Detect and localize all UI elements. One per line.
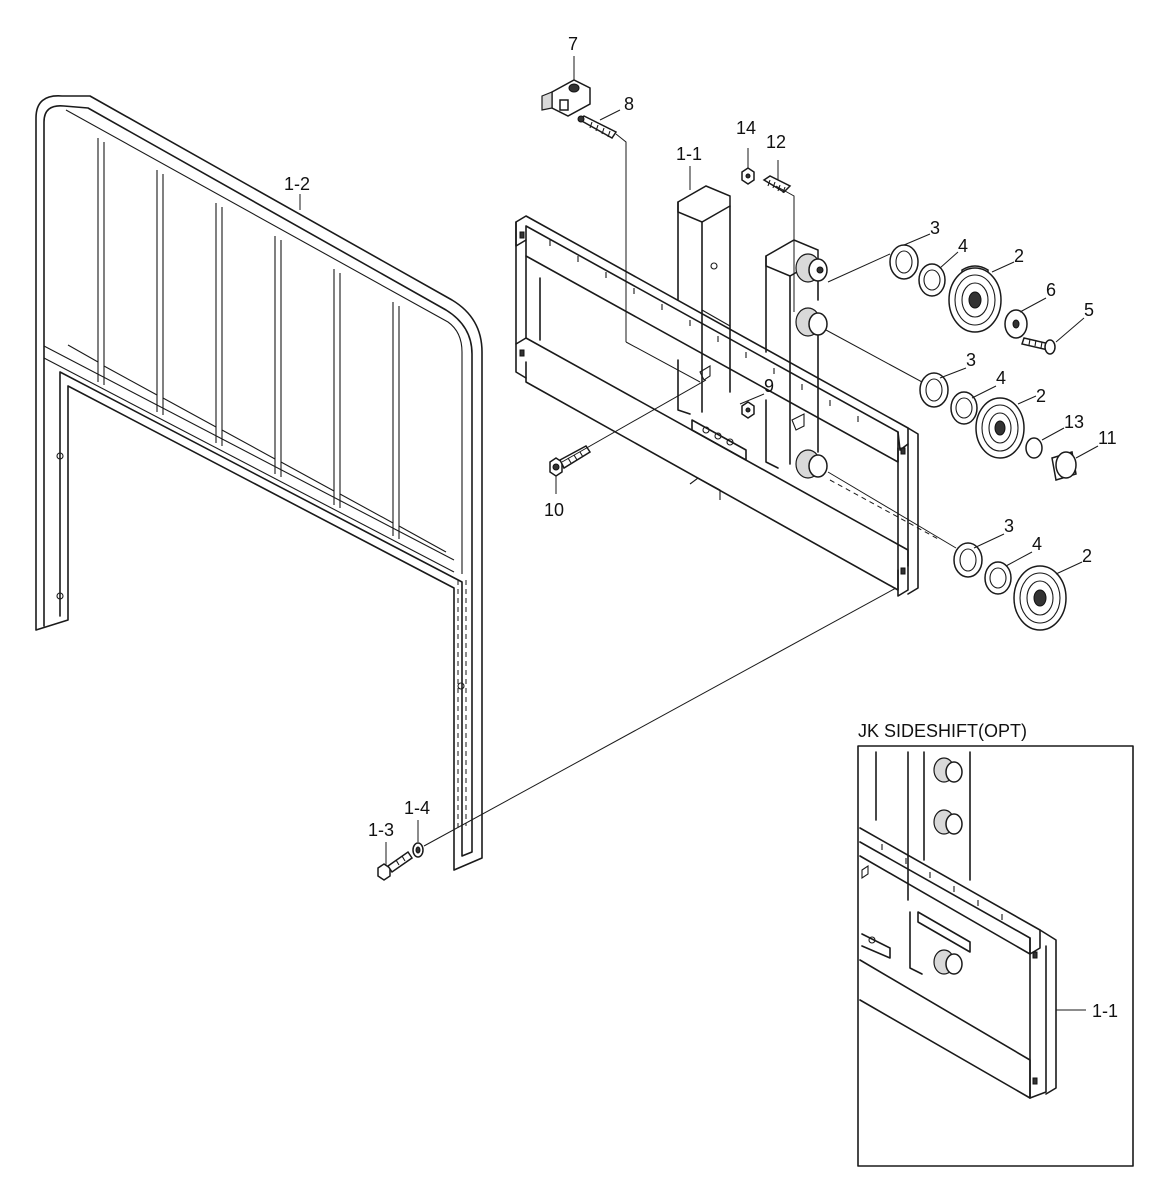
part-8-bolt bbox=[577, 115, 618, 139]
part-12-screw bbox=[762, 175, 792, 194]
part-11-cap bbox=[1051, 451, 1077, 481]
callout-4-b: 4 bbox=[996, 368, 1006, 388]
callout-4-c: 4 bbox=[1032, 534, 1042, 554]
inset-title: JK SIDESHIFT(OPT) bbox=[858, 721, 1027, 741]
part-4-shim-a bbox=[918, 263, 946, 297]
part-4-shim-b bbox=[950, 391, 978, 425]
assembly-lines bbox=[299, 56, 1099, 866]
callout-5: 5 bbox=[1084, 300, 1094, 320]
part-2-bearing-a bbox=[948, 265, 1002, 333]
callout-9: 9 bbox=[764, 376, 774, 396]
inset-jk-sideshift bbox=[857, 745, 1134, 1167]
callout-12: 12 bbox=[766, 132, 786, 152]
part-5-bolt bbox=[1021, 337, 1056, 355]
part-3-washer-c bbox=[953, 542, 983, 578]
part-4-shim-c bbox=[984, 561, 1012, 595]
upright-plate-left bbox=[677, 185, 731, 415]
part-1-3-bolt bbox=[377, 850, 414, 881]
part-7-fitting bbox=[541, 79, 591, 117]
part-13-snap-ring bbox=[1025, 437, 1043, 459]
part-9-nut bbox=[741, 401, 755, 419]
callout-2-b: 2 bbox=[1036, 386, 1046, 406]
callout-1-3: 1-3 bbox=[368, 820, 394, 840]
callout-1-4: 1-4 bbox=[404, 798, 430, 818]
part-3-washer-a bbox=[889, 244, 919, 280]
part-10-bolt bbox=[549, 445, 592, 477]
part-2-bearing-c bbox=[1013, 565, 1067, 631]
callout-3-b: 3 bbox=[966, 350, 976, 370]
part-3-washer-b bbox=[919, 372, 949, 408]
callout-6: 6 bbox=[1046, 280, 1056, 300]
inset-label-1-1: 1-1 bbox=[1092, 1001, 1118, 1021]
callout-10: 10 bbox=[544, 500, 564, 520]
callout-4-a: 4 bbox=[958, 236, 968, 256]
callout-3-a: 3 bbox=[930, 218, 940, 238]
callout-7: 7 bbox=[568, 34, 578, 54]
carriage bbox=[515, 215, 919, 597]
callout-2-c: 2 bbox=[1082, 546, 1092, 566]
carriage-rollers bbox=[795, 253, 828, 479]
part-6-washer bbox=[1004, 309, 1028, 339]
callout-13: 13 bbox=[1064, 412, 1084, 432]
part-14-nut bbox=[741, 167, 755, 185]
callout-3-c: 3 bbox=[1004, 516, 1014, 536]
callout-1-1: 1-1 bbox=[676, 144, 702, 164]
part-2-bearing-b bbox=[975, 397, 1025, 459]
part-1-4-washer bbox=[412, 842, 424, 858]
callout-14: 14 bbox=[736, 118, 756, 138]
callout-8: 8 bbox=[624, 94, 634, 114]
callout-1-2: 1-2 bbox=[284, 174, 310, 194]
callout-2-a: 2 bbox=[1014, 246, 1024, 266]
load-backrest bbox=[35, 95, 483, 871]
callout-labels: JK SIDESHIFT(OPT) 1-1 1-2 1-1 1-3 1-4 7 … bbox=[284, 34, 1118, 1021]
callout-11: 11 bbox=[1098, 428, 1117, 448]
